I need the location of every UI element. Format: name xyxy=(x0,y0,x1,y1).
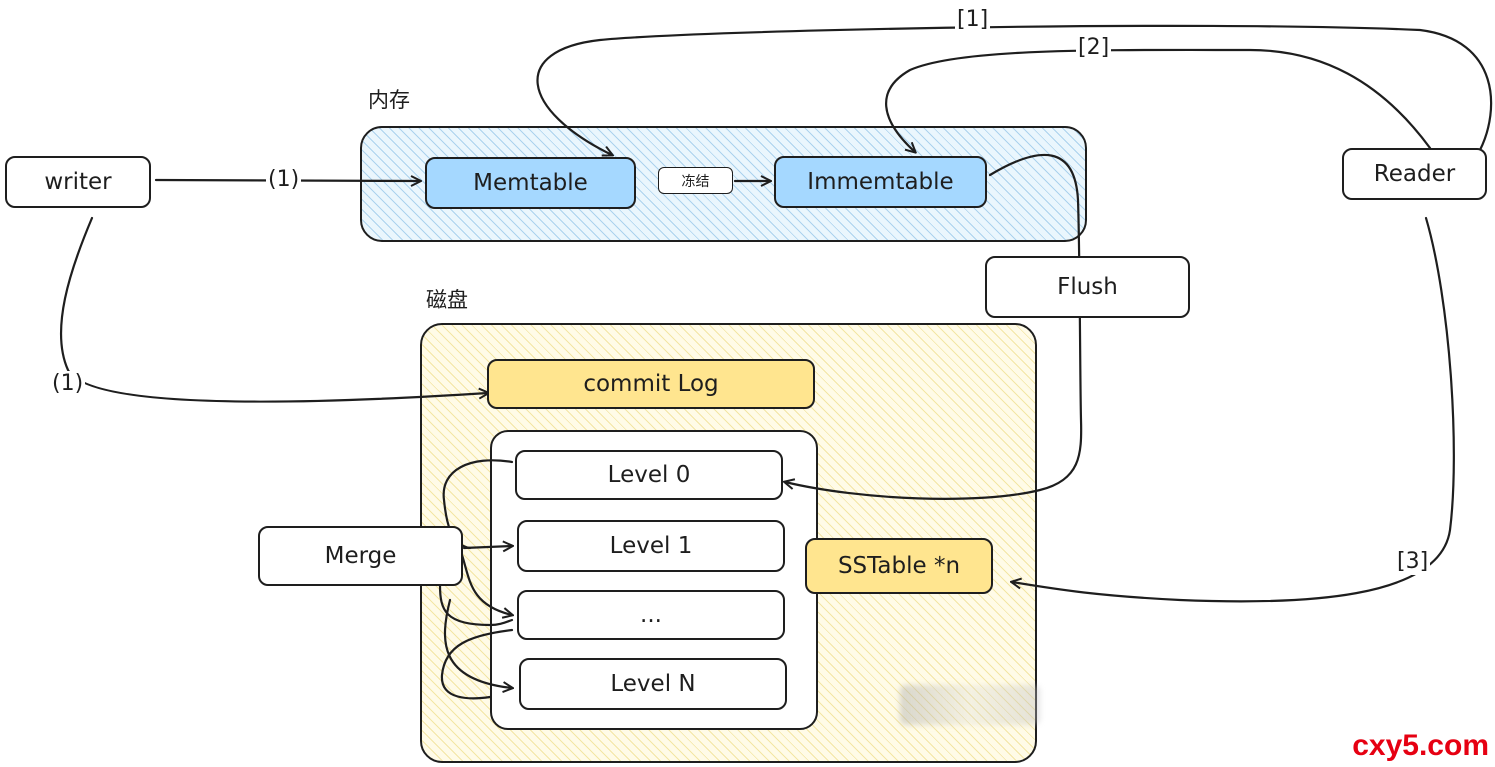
edge-label-reader-sstable: [3] xyxy=(1395,549,1431,575)
level-ellipsis-node[interactable]: ... xyxy=(517,590,785,640)
freeze-label: 冻结 xyxy=(658,167,733,194)
merge-node[interactable]: Merge xyxy=(258,526,463,586)
watermark-text: cxy5.com xyxy=(1352,729,1489,762)
memtable-node[interactable]: Memtable xyxy=(425,157,636,209)
edge-label-reader-immemtable: [2] xyxy=(1076,35,1112,61)
immemtable-node[interactable]: Immemtable xyxy=(774,156,987,208)
edge-label-writer-commitlog: (1) xyxy=(50,371,86,397)
level-n-node[interactable]: Level N xyxy=(519,658,787,710)
disk-region-label: 磁盘 xyxy=(426,288,468,312)
sstable-node[interactable]: SSTable *n xyxy=(805,538,993,594)
writer-node[interactable]: writer xyxy=(5,156,151,208)
blurred-watermark xyxy=(900,685,1040,725)
memory-region-label: 内存 xyxy=(368,88,410,112)
reader-node[interactable]: Reader xyxy=(1342,148,1487,200)
edge-label-reader-memtable: [1] xyxy=(955,7,991,33)
level-0-node[interactable]: Level 0 xyxy=(515,450,783,500)
edge-label-writer-memtable: (1) xyxy=(266,167,302,193)
level-1-node[interactable]: Level 1 xyxy=(517,520,785,572)
commit-log-node[interactable]: commit Log xyxy=(487,359,815,409)
flush-node[interactable]: Flush xyxy=(985,256,1190,318)
